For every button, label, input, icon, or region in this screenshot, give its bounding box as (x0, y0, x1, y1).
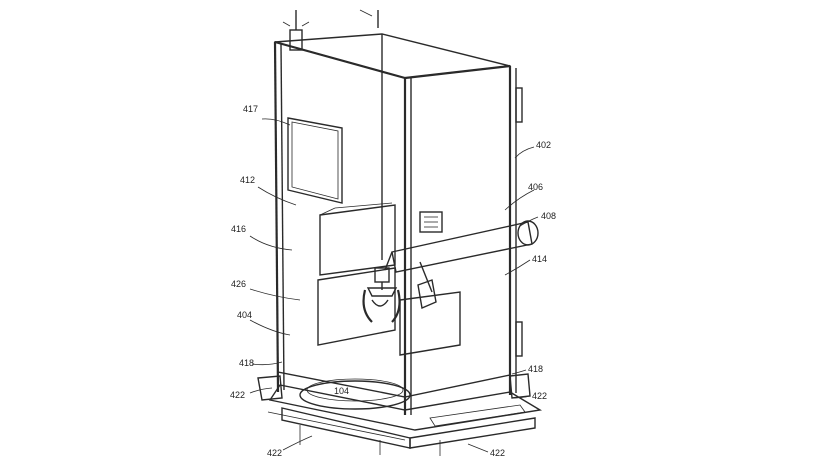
control-module (420, 212, 442, 232)
label-418-left: 418 (239, 358, 254, 368)
label-414: 414 (532, 254, 547, 264)
label-417: 417 (243, 104, 258, 114)
label-418-right: 418 (528, 364, 543, 374)
label-104: 104 (334, 386, 349, 396)
label-406: 406 (528, 182, 543, 192)
label-404: 404 (237, 310, 252, 320)
hinges (516, 88, 522, 356)
label-402: 402 (536, 140, 551, 150)
label-426: 426 (231, 279, 246, 289)
display-screen (288, 118, 342, 203)
gripper (364, 268, 400, 322)
label-412: 412 (240, 175, 255, 185)
label-422-right: 422 (532, 391, 547, 401)
label-422-bottom-right: 422 (490, 448, 505, 458)
cage-left-face (275, 42, 405, 397)
leader-lines (250, 119, 538, 452)
cage-top (275, 34, 510, 78)
beacon (283, 10, 378, 50)
turntable (300, 379, 410, 409)
robotic-arm (385, 221, 538, 308)
label-408: 408 (541, 211, 556, 221)
label-422-bottom: 422 (267, 448, 282, 458)
label-416: 416 (231, 224, 246, 234)
label-422-left: 422 (230, 390, 245, 400)
